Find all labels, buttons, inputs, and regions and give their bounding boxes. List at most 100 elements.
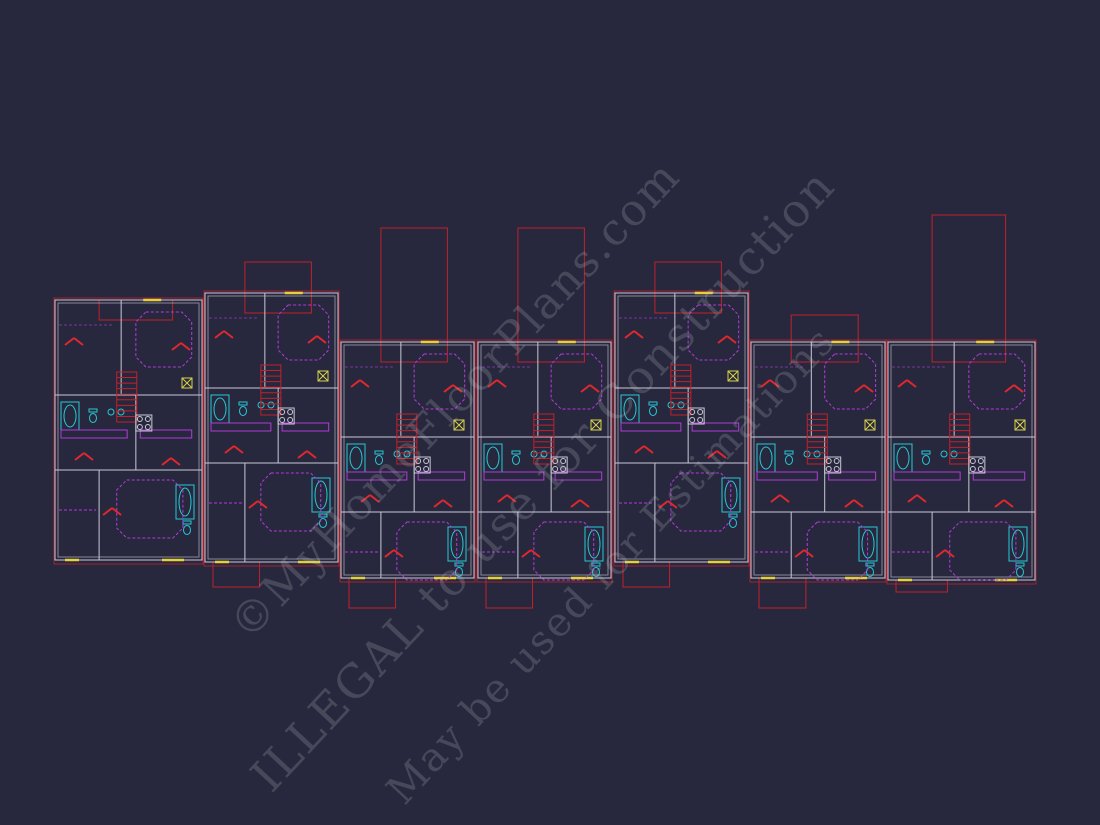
door-swing [760, 379, 780, 388]
exterior-wall [477, 341, 612, 579]
appliance-box [590, 419, 602, 431]
exterior-wall-inner [207, 295, 336, 560]
cabinet-run [281, 422, 330, 432]
door-swing [854, 384, 874, 393]
tray-ceiling-icon [968, 353, 1026, 410]
unit-2 [203, 261, 340, 588]
door-swing [844, 499, 864, 508]
door-swing [497, 494, 517, 503]
unit-5 [613, 261, 750, 588]
toilet-icon [784, 450, 794, 465]
toilet-icon [374, 450, 384, 465]
cabinet-run [139, 429, 193, 439]
door-swing [770, 494, 790, 503]
cabinet-run [210, 422, 272, 432]
tray-ceiling-icon [260, 472, 322, 532]
sink-icon [117, 408, 125, 416]
stair-icon [116, 371, 138, 423]
rear-deck-outline [380, 227, 448, 363]
cabinet-run [691, 422, 740, 432]
cabinet-run [756, 471, 818, 481]
door-swing [570, 499, 590, 508]
door-swing [248, 500, 268, 509]
unit-boundary [53, 297, 204, 565]
cabinet-run [60, 429, 128, 439]
exterior-wall-inner [890, 344, 1033, 578]
toilet-icon [182, 520, 192, 535]
front-porch-outline [485, 577, 534, 609]
door-swing [1004, 384, 1024, 393]
toilet-icon [318, 513, 328, 528]
unit-boundary [613, 290, 750, 567]
appliance-box [1014, 419, 1026, 431]
cabinet-run [972, 471, 1026, 481]
unit-7 [886, 214, 1037, 593]
tub-icon [893, 443, 913, 473]
door-swing [443, 384, 463, 393]
range-icon [413, 456, 431, 474]
unit-6 [749, 314, 887, 609]
tub-icon [210, 394, 230, 424]
unit-3 [339, 227, 476, 609]
cabinet-run [417, 471, 466, 481]
door-swing [624, 330, 644, 339]
unit-boundary [203, 290, 340, 567]
toilet-icon [454, 562, 464, 577]
unit-boundary [476, 339, 613, 583]
tray-ceiling-icon [550, 353, 603, 410]
rear-deck-outline [931, 214, 1007, 363]
appliance-box [453, 419, 465, 431]
door-swing [994, 499, 1014, 508]
tub-icon [1008, 526, 1028, 562]
door-swing [935, 549, 955, 558]
tray-ceiling-icon [277, 304, 330, 361]
tray-ceiling-icon [413, 353, 466, 410]
exterior-wall [204, 292, 339, 563]
sink-icon [267, 401, 275, 409]
tray-ceiling-icon [135, 311, 193, 368]
range-icon [277, 407, 295, 425]
tray-ceiling-icon [116, 479, 184, 539]
door-swing [907, 494, 927, 503]
unit-boundary [749, 339, 887, 583]
stair-icon [670, 364, 692, 416]
exterior-wall-inner [617, 295, 746, 560]
tray-ceiling-icon [670, 472, 732, 532]
door-swing [521, 549, 541, 558]
door-swing [214, 330, 234, 339]
door-swing [307, 335, 327, 344]
exterior-wall [54, 299, 203, 561]
rear-deck-outline [244, 261, 312, 314]
stair-icon [396, 413, 418, 465]
toilet-icon [511, 450, 521, 465]
sink-icon [940, 450, 948, 458]
toilet-icon [238, 401, 248, 416]
cabinet-run [828, 471, 877, 481]
appliance-box [864, 419, 876, 431]
tray-ceiling-icon [824, 353, 877, 410]
cabinet-run [483, 471, 545, 481]
door-swing [360, 494, 380, 503]
tub-icon [346, 443, 366, 473]
door-swing [658, 500, 678, 509]
range-icon [824, 456, 842, 474]
sink-icon [677, 401, 685, 409]
tub-icon [756, 443, 776, 473]
door-swing [897, 379, 917, 388]
stair-icon [949, 413, 971, 465]
tray-ceiling-icon [949, 521, 1017, 581]
cabinet-run [554, 471, 603, 481]
door-swing [794, 549, 814, 558]
door-swing [102, 507, 122, 516]
toilet-icon [648, 401, 658, 416]
sink-icon [950, 450, 958, 458]
door-swing [717, 335, 737, 344]
tray-ceiling-icon [687, 304, 740, 361]
appliance-box [317, 370, 329, 382]
sink-icon [540, 450, 548, 458]
door-swing [224, 445, 244, 454]
range-icon [687, 407, 705, 425]
tub-icon [620, 394, 640, 424]
